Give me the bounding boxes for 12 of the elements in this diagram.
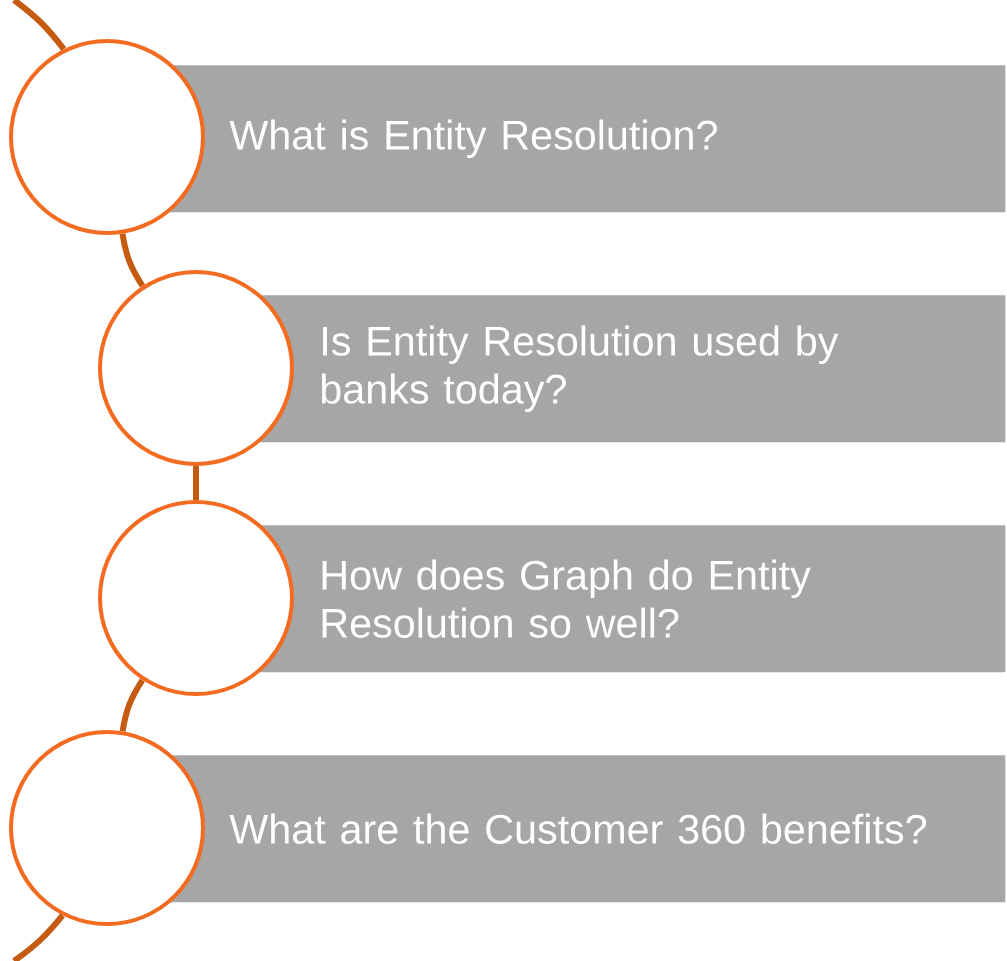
circle (9, 730, 205, 926)
connector-line (12, 0, 67, 51)
text-bar: How does Graph do Entity Resolution so well? (255, 525, 1006, 673)
circle (9, 39, 205, 235)
circle (98, 270, 294, 466)
connector-line (12, 913, 65, 961)
text-bar: Is Entity Resolution used by banks today? (255, 295, 1006, 443)
text-bar: What is Entity Resolution? (165, 65, 1006, 213)
connector-line (119, 233, 146, 288)
connector-line (119, 678, 145, 732)
text-bar: What are the Customer 360 benefits? (165, 755, 1006, 903)
circle (98, 500, 294, 696)
